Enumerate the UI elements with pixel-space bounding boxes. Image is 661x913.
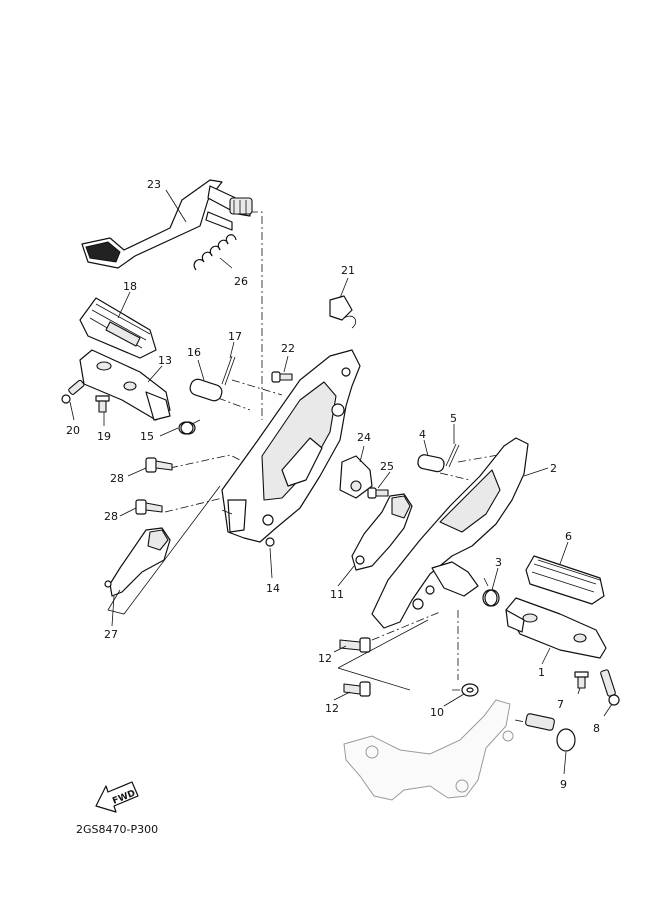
drawing-code: 2GS8470-P300 [76,823,159,836]
callout-16: 16 [187,346,201,359]
pin-20 [61,379,85,404]
callout-15: 15 [140,430,154,443]
assembly-lines [164,211,541,726]
cotter-pin-17 [221,355,236,386]
callout-10: 10 [430,706,444,719]
footrest-bracket-14 [221,349,361,547]
callout-3: 3 [495,556,502,569]
callout-26: 26 [234,275,248,288]
footrest-rubber-6 [525,555,605,605]
pivot-bolt-9 [525,713,576,752]
brake-pedal-23 [81,179,253,269]
bolt-28-upper [145,457,173,473]
callout-12b: 12 [325,702,339,715]
callout-25: 25 [380,460,394,473]
callout-5: 5 [450,412,457,425]
guard-11 [351,493,413,571]
callout-6: 6 [565,530,572,543]
callout-7: 7 [557,698,564,711]
callout-19: 19 [97,430,111,443]
callout-14: 14 [266,582,280,595]
bolt-28-lower [135,499,163,515]
callout-1: 1 [538,666,545,679]
spring-3 [482,577,500,607]
frame-reference [343,699,514,801]
bolt-12-upper [339,637,371,653]
bolt-12-lower [337,619,429,697]
bolt-25 [367,487,389,499]
callout-2: 2 [550,462,557,475]
callout-4: 4 [419,428,426,441]
leader-lines [69,189,613,775]
washer-10 [461,683,479,697]
right-bracket-2 [371,437,529,629]
callout-17: 17 [228,330,242,343]
pivot-pin-16 [189,378,223,402]
pin-8 [600,669,620,706]
footrest-1 [505,597,607,659]
return-spring-26 [193,234,237,271]
callout-24: 24 [357,431,371,444]
callout-21: 21 [341,264,355,277]
callout-23: 23 [147,178,161,191]
bolt-19 [95,395,110,413]
spring-15 [178,419,201,435]
callout-18: 18 [123,280,137,293]
callout-12a: 12 [318,652,332,665]
callout-28a: 28 [110,472,124,485]
callout-27: 27 [104,628,118,641]
heel-guard-27 [104,485,221,615]
footrest-rubber-18 [79,297,157,359]
callout-28b: 28 [104,510,118,523]
footrest-13 [79,349,171,421]
callout-9: 9 [560,778,567,791]
callout-13: 13 [158,354,172,367]
callout-8: 8 [593,722,600,735]
clip-21 [329,295,357,329]
fwd-arrow-icon: FWD [95,781,139,813]
bolt-22 [271,371,293,383]
link-24 [339,455,373,499]
callout-22: 22 [281,342,295,355]
callout-20: 20 [66,424,80,437]
callout-11: 11 [330,588,344,601]
callout-labels: 1 2 3 4 5 6 7 8 9 10 11 12 12 13 14 15 1… [66,178,600,791]
bolt-7 [574,671,589,689]
pivot-pin-4 [417,454,445,473]
cotter-pin-5 [445,443,460,468]
